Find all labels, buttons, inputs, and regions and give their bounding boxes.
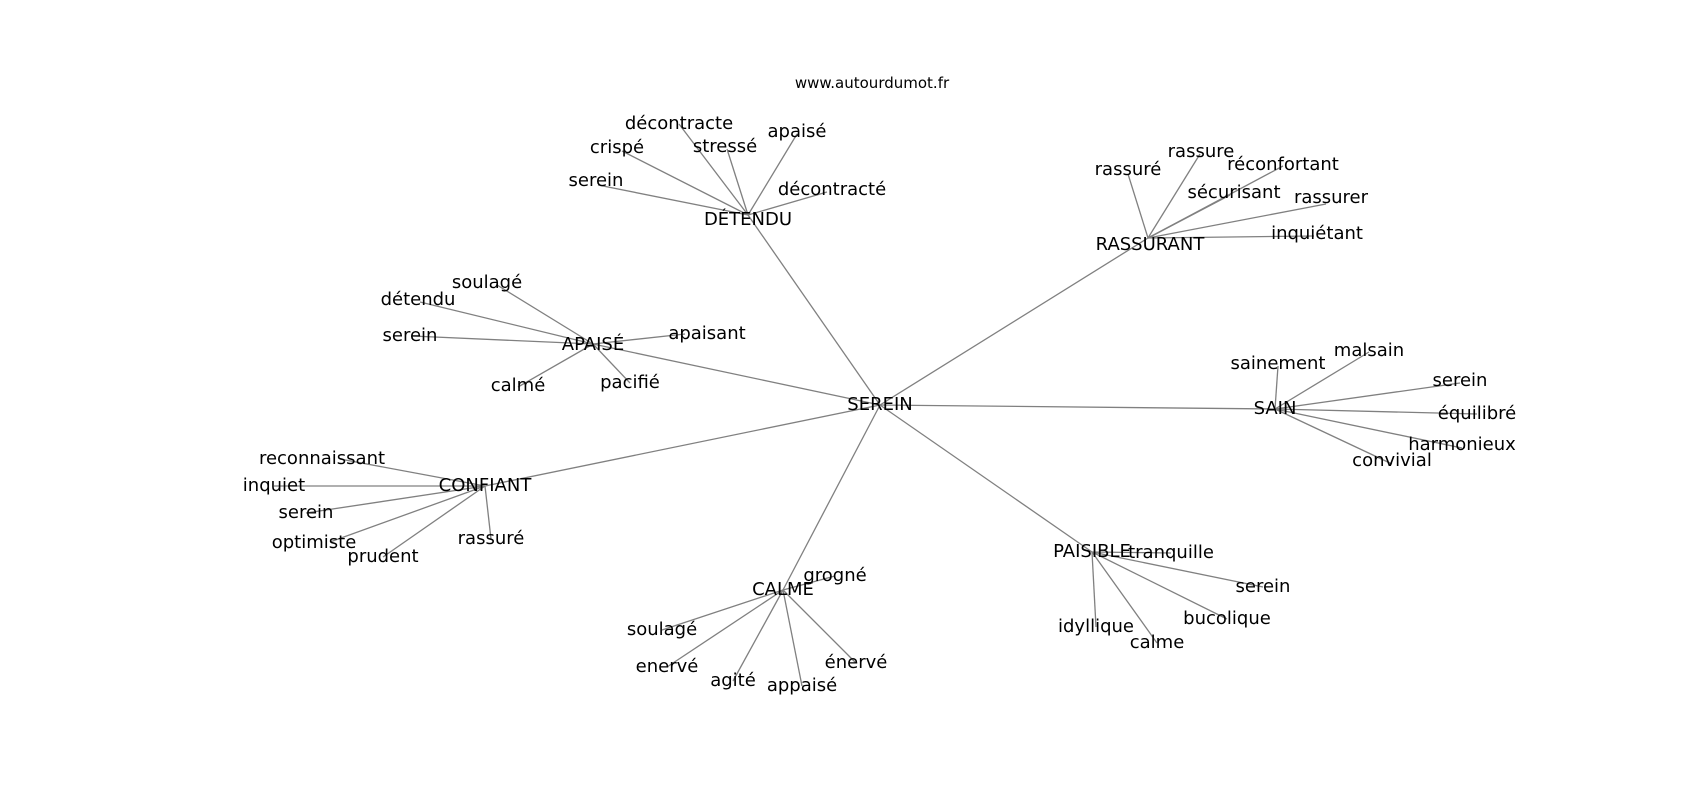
leaf-node[interactable]: inquiétant (1271, 223, 1363, 244)
graph-edge (1147, 153, 1201, 239)
leaf-node[interactable]: rassurer (1293, 187, 1369, 208)
leaf-node[interactable]: décontracté (777, 179, 887, 200)
graph-edge (1091, 551, 1264, 588)
leaf-node[interactable]: optimiste (271, 532, 357, 553)
leaf-node[interactable]: équilibré (1437, 403, 1517, 424)
hub-node[interactable]: APAISÉ (561, 334, 625, 355)
leaf-node[interactable]: serein (382, 325, 438, 346)
leaf-node[interactable]: harmonieux (1408, 434, 1516, 455)
leaf-node[interactable]: apaisé (767, 121, 827, 142)
graph-edge (782, 404, 881, 591)
graph-edge (1091, 551, 1097, 628)
graph-edge (517, 343, 594, 388)
graph-edge (592, 333, 686, 345)
leaf-node[interactable]: enervé (635, 656, 699, 677)
leaf-node[interactable]: tranquille (1128, 542, 1214, 563)
graph-edge (339, 458, 486, 487)
graph-edge (879, 404, 1093, 553)
graph-edge (732, 589, 784, 682)
leaf-node[interactable]: bucolique (1183, 608, 1271, 629)
leaf-node[interactable]: reconnaissant (258, 448, 386, 469)
graph-edge (1274, 408, 1463, 449)
graph-edge (1091, 551, 1172, 554)
leaf-node[interactable]: idyllique (1058, 616, 1134, 637)
leaf-node[interactable]: calmé (490, 375, 546, 396)
leaf-node[interactable]: grogné (803, 565, 867, 586)
leaf-node[interactable]: apaisant (668, 323, 746, 344)
hub-node[interactable]: DÉTENDU (703, 209, 793, 230)
graph-edge (496, 284, 594, 345)
graph-edge (1147, 235, 1315, 239)
graph-edge (747, 191, 828, 216)
graph-edge (782, 575, 836, 591)
leaf-node[interactable]: serein (568, 170, 624, 191)
graph-edge (661, 589, 784, 631)
leaf-node[interactable]: appaisé (766, 675, 838, 696)
graph-edge (382, 485, 486, 558)
leaf-node[interactable]: crispé (589, 137, 645, 158)
leaf-node[interactable]: rassuré (1094, 159, 1162, 180)
leaf-node[interactable]: soulagé (626, 619, 698, 640)
leaf-node[interactable]: rassuré (457, 528, 525, 549)
graph-edge (1274, 351, 1370, 410)
leaf-node[interactable]: calme (1129, 632, 1185, 653)
leaf-node[interactable]: serein (1432, 370, 1488, 391)
graph-edge (1147, 203, 1327, 239)
graph-edge (1091, 551, 1228, 620)
leaf-node[interactable]: soulagé (451, 272, 523, 293)
hub-node[interactable]: SAIN (1253, 398, 1297, 419)
hub-node[interactable]: CALME (752, 579, 814, 600)
graph-edge (782, 589, 803, 687)
graph-edge (597, 184, 749, 216)
hub-node[interactable]: PAISIBLE (1053, 541, 1131, 562)
graph-edge (592, 343, 631, 384)
graph-edge (747, 133, 798, 216)
leaf-node[interactable]: rassure (1167, 141, 1235, 162)
leaf-node[interactable]: inquiet (242, 475, 306, 496)
watermark: www.autourdumot.fr (794, 74, 950, 92)
leaf-node[interactable]: agité (710, 670, 756, 691)
leaf-node[interactable]: détendu (380, 289, 456, 310)
graph-edge (329, 485, 486, 543)
graph-edge (305, 485, 486, 514)
graph-edge (678, 123, 749, 216)
graph-edge (666, 589, 784, 668)
graph-edge (1091, 551, 1158, 644)
leaf-node[interactable]: sécurisant (1187, 182, 1281, 203)
graph-edge (419, 301, 594, 345)
graph-edge (411, 335, 594, 345)
graph-edge (1147, 194, 1231, 239)
leaf-node[interactable]: réconfortant (1227, 154, 1339, 175)
leaf-node[interactable]: sainement (1230, 353, 1326, 374)
hub-node[interactable]: CONFIANT (438, 475, 532, 496)
graph-edge (747, 214, 881, 406)
leaf-node[interactable]: prudent (347, 546, 419, 567)
leaf-node[interactable]: serein (278, 502, 334, 523)
leaf-node[interactable]: serein (1235, 576, 1291, 597)
graph-edge (484, 404, 881, 487)
graph-edge (879, 237, 1149, 406)
leaf-node[interactable]: pacifié (600, 372, 660, 393)
leaf-node[interactable]: décontracte (624, 113, 734, 134)
hub-node[interactable]: RASSURANT (1095, 234, 1205, 255)
graph-edge (1274, 408, 1478, 415)
graph-edge (1274, 408, 1393, 465)
graph-edge (1274, 365, 1279, 410)
graph-edge (621, 150, 749, 216)
center-node[interactable]: SEREIN (847, 394, 913, 415)
leaf-node[interactable]: malsain (1333, 340, 1405, 361)
leaf-node[interactable]: convivial (1352, 450, 1432, 471)
graph-edge (879, 404, 1276, 410)
leaf-node[interactable]: énervé (824, 652, 888, 673)
graph-edge (1274, 382, 1461, 410)
graph-edge (726, 148, 749, 216)
graph-edge (782, 589, 857, 664)
graph-edge (592, 343, 881, 406)
graph-edge (484, 485, 492, 540)
leaf-node[interactable]: stressé (692, 136, 758, 157)
graph-edge (1127, 173, 1149, 239)
